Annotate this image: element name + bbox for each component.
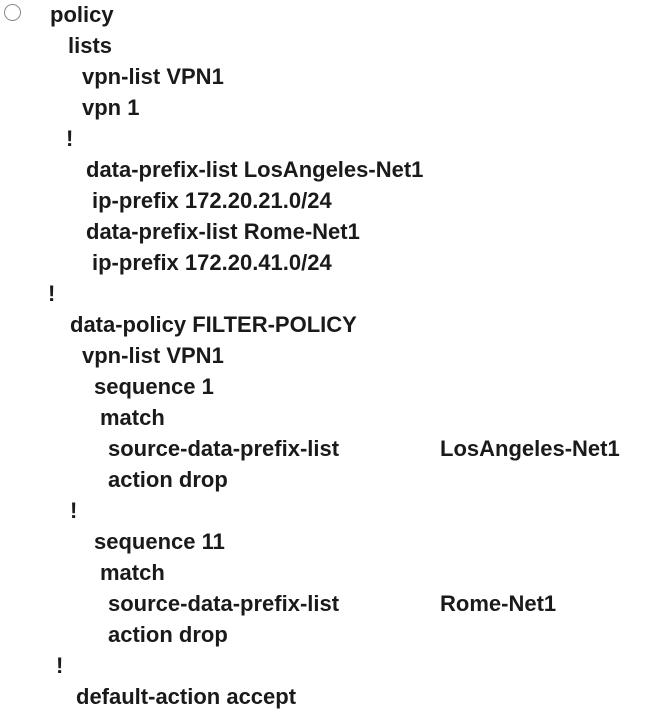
- config-line: lists: [68, 33, 113, 58]
- config-line: data-prefix-list Rome-Net1: [86, 219, 360, 244]
- config-line: match: [100, 405, 165, 430]
- config-line: action drop: [108, 467, 228, 492]
- config-line: !: [56, 653, 64, 678]
- config-line: source-data-prefix-list: [108, 436, 340, 461]
- config-line: action drop: [108, 622, 228, 647]
- config-argument: LosAngeles-Net1: [440, 436, 620, 461]
- config-line: data-prefix-list LosAngeles-Net1: [86, 157, 424, 182]
- config-line: sequence 1: [94, 374, 214, 399]
- config-line: default-action accept: [76, 684, 297, 709]
- config-line: match: [100, 560, 165, 585]
- config-line: policy: [50, 2, 114, 27]
- config-line: data-policy FILTER-POLICY: [70, 312, 357, 337]
- radio-button[interactable]: [4, 4, 21, 21]
- config-line: vpn 1: [82, 95, 140, 120]
- config-argument: Rome-Net1: [440, 591, 557, 616]
- config-line: sequence 11: [94, 529, 225, 554]
- config-line: !: [66, 126, 74, 151]
- config-line: vpn-list VPN1: [82, 343, 224, 368]
- config-line: ip-prefix 172.20.21.0/24: [92, 188, 332, 213]
- config-line: vpn-list VPN1: [82, 64, 224, 89]
- config-line: !: [48, 281, 56, 306]
- config-line: !: [70, 498, 78, 523]
- config-line: ip-prefix 172.20.41.0/24: [92, 250, 332, 275]
- config-line: source-data-prefix-list: [108, 591, 340, 616]
